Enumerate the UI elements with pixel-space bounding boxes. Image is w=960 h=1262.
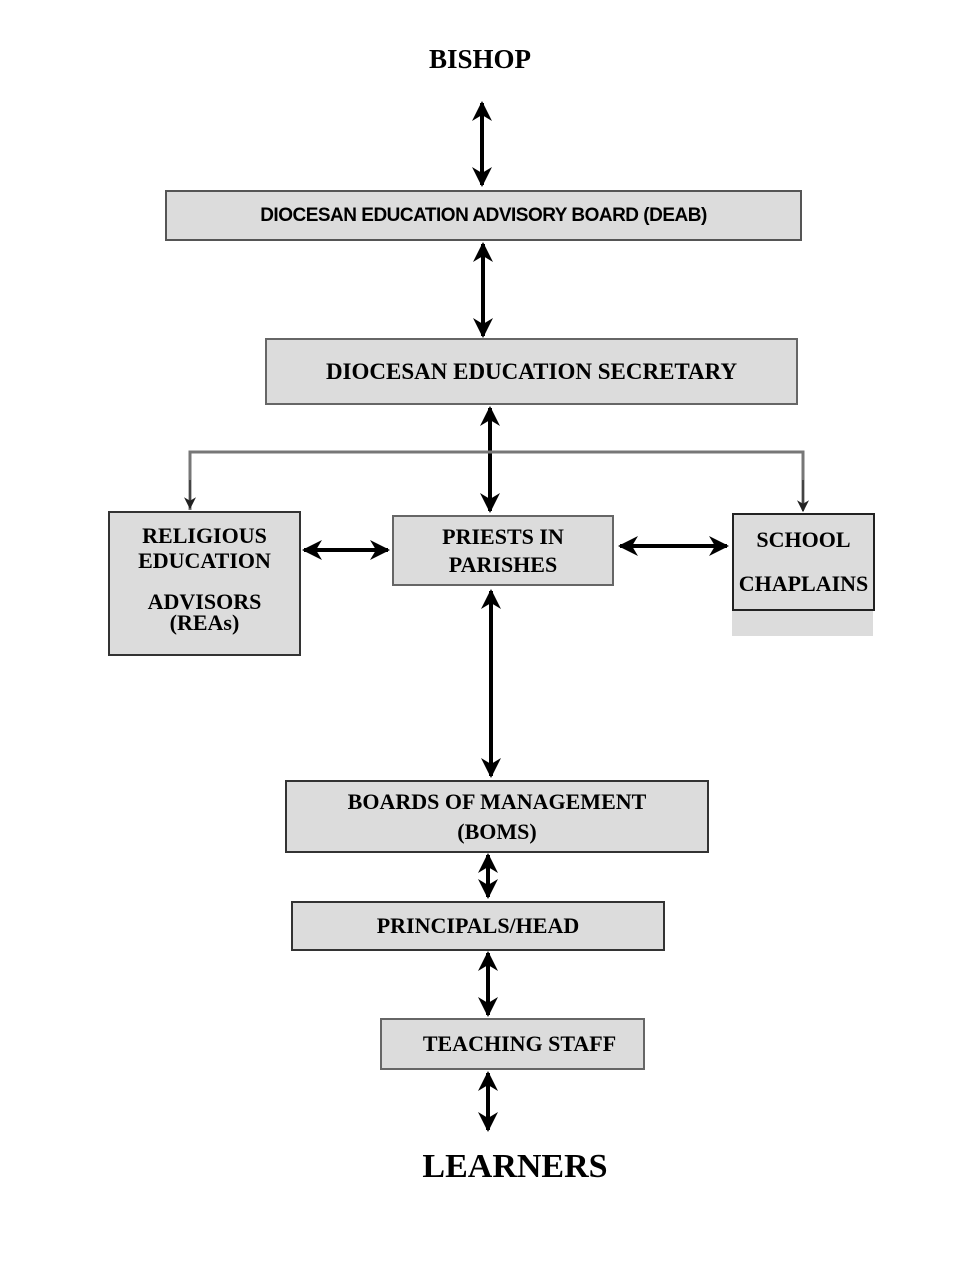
priests-box: PRIESTS IN PARISHES	[392, 515, 614, 586]
reas-label-line2: EDUCATION	[138, 548, 271, 573]
learners-label: LEARNERS	[422, 1148, 608, 1185]
branch-line-secretary	[188, 450, 805, 510]
secretary-box: DIOCESAN EDUCATION SECRETARY	[265, 338, 798, 405]
boms-label-line2: (BOMS)	[457, 818, 537, 844]
deab-box: DIOCESAN EDUCATION ADVISORY BOARD (DEAB)	[165, 190, 802, 241]
teaching-staff-box: TEACHING STAFF	[380, 1018, 645, 1070]
chaplains-label-line1: SCHOOL	[756, 527, 851, 552]
reas-label-line4: (REAs)	[169, 610, 240, 635]
bishop-label: BISHOP	[428, 44, 532, 74]
teaching-staff-label: TEACHING STAFF	[422, 1031, 617, 1056]
boms-label-line1: BOARDS OF MANAGEMENT	[347, 788, 647, 814]
principals-label: PRINCIPALS/HEAD	[376, 913, 580, 938]
reas-box: RELIGIOUS EDUCATION ADVISORS (REAs)	[108, 511, 301, 656]
chaplains-label-line2: CHAPLAINS	[738, 571, 869, 596]
principals-box: PRINCIPALS/HEAD	[291, 901, 665, 951]
chaplains-box: SCHOOL CHAPLAINS	[732, 513, 875, 611]
reas-label-line3: ADVISORS	[147, 589, 262, 614]
deab-label: DIOCESAN EDUCATION ADVISORY BOARD (DEAB)	[260, 204, 707, 226]
secretary-label: DIOCESAN EDUCATION SECRETARY	[325, 358, 738, 384]
priests-label-line1: PRIESTS IN	[442, 523, 564, 549]
reas-label-line1: RELIGIOUS	[142, 523, 267, 548]
boms-box: BOARDS OF MANAGEMENT (BOMS)	[285, 780, 709, 853]
priests-label-line2: PARISHES	[448, 551, 558, 577]
